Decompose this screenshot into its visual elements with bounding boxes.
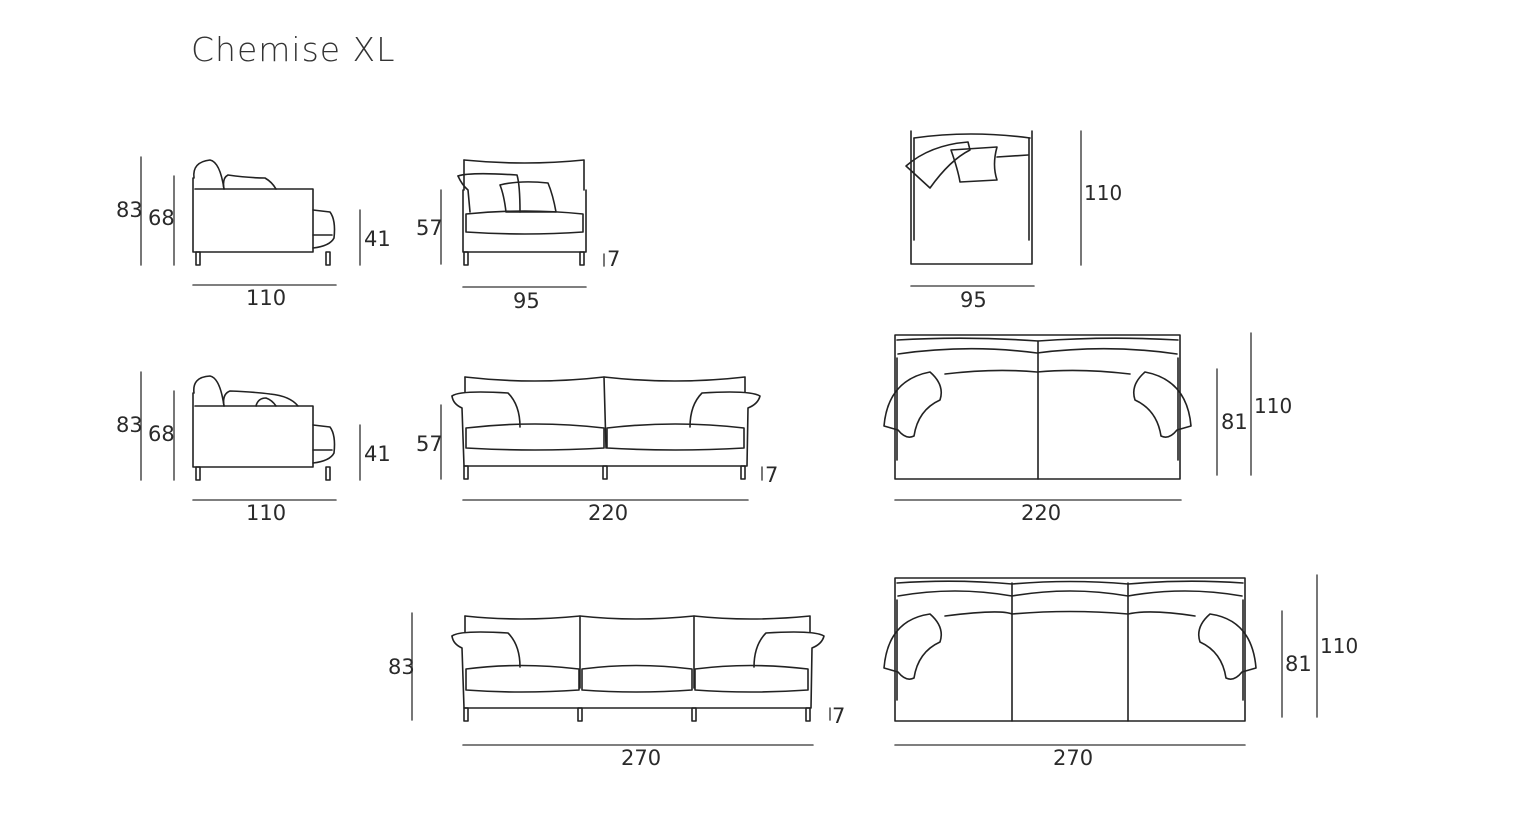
sofa2-front-width: 220 (588, 501, 629, 525)
sofa3-top-depth: 110 (1320, 634, 1359, 658)
sofa3-top-width: 270 (1053, 746, 1094, 770)
sofa2-side-height-seat: 41 (364, 442, 391, 466)
sofa2-top-view (883, 332, 1252, 501)
sofa2-side-depth: 110 (246, 501, 287, 525)
sofa2-top-depth: 110 (1254, 394, 1293, 418)
sofa3-front-view (411, 612, 831, 746)
sofa2-top-width: 220 (1021, 501, 1062, 525)
sofa2-front-view (440, 376, 763, 501)
armchair-side-height-seat: 41 (364, 227, 391, 251)
sofa3-top-view (883, 574, 1318, 746)
sofa2-top-inner-depth: 81 (1221, 410, 1248, 434)
sofa2-front-leg: 7 (765, 463, 779, 487)
armchair-side-depth: 110 (246, 286, 287, 310)
sofa3-front-height-total: 83 (388, 655, 415, 679)
sofa3-front-leg: 7 (832, 704, 846, 728)
armchair-front-view (440, 159, 605, 288)
sofa2-front-height-arm: 57 (416, 432, 443, 456)
sofa2-side-view (140, 371, 361, 501)
armchair-side-height-back: 68 (148, 206, 175, 230)
armchair-side-height-total: 83 (116, 198, 143, 222)
sofa2-side-height-back: 68 (148, 422, 175, 446)
armchair-front-leg: 7 (607, 247, 621, 271)
sofa3-top-inner-depth: 81 (1285, 652, 1312, 676)
sofa2-side-height-total: 83 (116, 413, 143, 437)
armchair-front-width: 95 (513, 289, 540, 313)
armchair-top-view (905, 130, 1082, 287)
armchair-front-height-arm: 57 (416, 216, 443, 240)
armchair-top-depth: 110 (1084, 181, 1123, 205)
product-title: Chemise XL (191, 30, 396, 69)
sofa3-front-width: 270 (621, 746, 662, 770)
armchair-side-view (140, 156, 361, 286)
armchair-top-width: 95 (960, 288, 987, 312)
